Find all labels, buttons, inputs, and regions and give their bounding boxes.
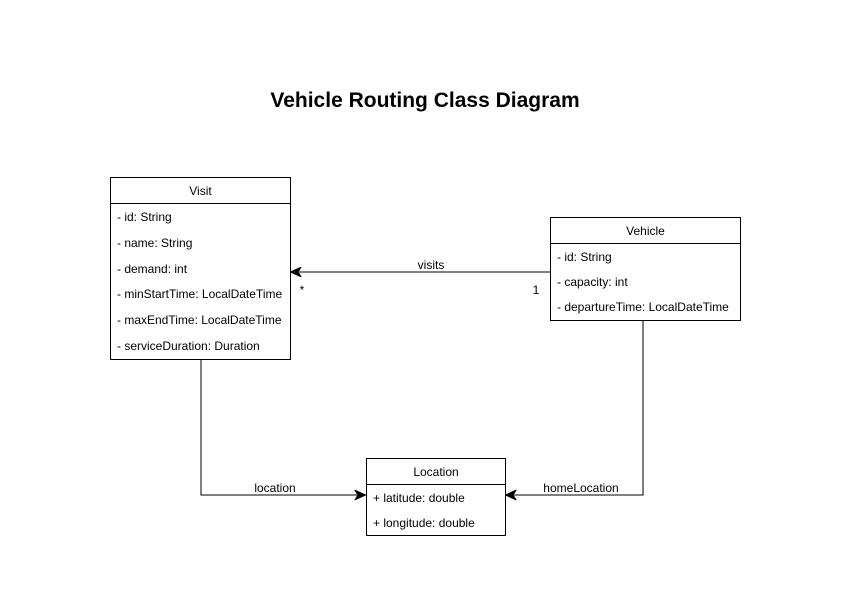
class-visit-attributes: - id: String - name: String - demand: in… <box>111 204 290 359</box>
class-location-attr-latitude: + latitude: double <box>373 490 465 505</box>
class-visit-attr-serviceduration: - serviceDuration: Duration <box>117 339 260 354</box>
class-vehicle-attr-departuretime: - departureTime: LocalDateTime <box>557 300 729 315</box>
class-visit-attr-name: - name: String <box>117 235 193 250</box>
class-visit[interactable]: Visit - id: String - name: String - dema… <box>110 177 291 360</box>
class-vehicle-attr-capacity: - capacity: int <box>557 274 628 289</box>
association-location-label: location <box>254 481 296 495</box>
class-location[interactable]: Location + latitude: double + longitude:… <box>366 458 506 536</box>
class-vehicle-name: Vehicle <box>551 218 740 244</box>
association-homelocation-edge[interactable] <box>505 321 644 501</box>
class-location-attributes: + latitude: double + longitude: double <box>367 485 505 535</box>
class-visit-attr-demand: - demand: int <box>117 261 188 276</box>
class-visit-attr-minstarttime: - minStartTime: LocalDateTime <box>117 287 283 302</box>
diagram-title: Vehicle Routing Class Diagram <box>270 89 580 112</box>
association-homelocation-label: homeLocation <box>543 481 619 495</box>
association-visits-source-multiplicity: 1 <box>532 283 540 297</box>
association-location-edge[interactable] <box>200 360 366 501</box>
class-vehicle[interactable]: Vehicle - id: String - capacity: int - d… <box>550 217 741 321</box>
class-visit-attr-id: - id: String <box>117 209 172 224</box>
class-vehicle-attributes: - id: String - capacity: int - departure… <box>551 244 740 320</box>
association-visits-label: visits <box>417 258 445 272</box>
class-visit-attr-maxendtime: - maxEndTime: LocalDateTime <box>117 313 282 328</box>
class-location-attr-longitude: + longitude: double <box>373 515 475 530</box>
class-visit-name: Visit <box>111 178 290 204</box>
association-visits-target-multiplicity: * <box>299 283 305 297</box>
class-vehicle-attr-id: - id: String <box>557 249 612 264</box>
association-visits-edge[interactable] <box>290 266 551 278</box>
class-location-name: Location <box>367 459 505 485</box>
